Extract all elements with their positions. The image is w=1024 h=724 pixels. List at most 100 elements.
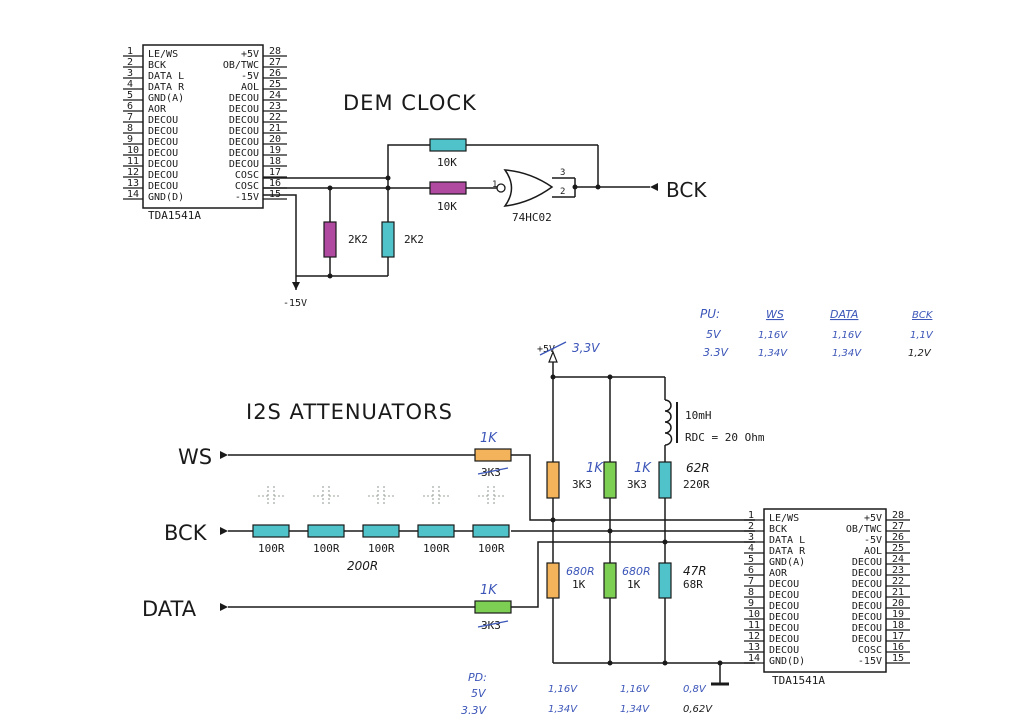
pin-name-left: DECOU <box>769 579 799 590</box>
pin-number-right: 23 <box>892 565 904 576</box>
pin-number-right: 20 <box>892 598 904 609</box>
supply-new: 3,3V <box>572 341 600 355</box>
top-chip-body <box>142 44 264 209</box>
pin-name-right: -15V <box>235 192 259 203</box>
pin-name-right: DECOU <box>229 148 259 159</box>
pin-name-left: DECOU <box>148 159 178 170</box>
pin-number-left: 4 <box>748 543 754 554</box>
bck-arrow-icon <box>220 527 228 535</box>
pin-number-right: 26 <box>892 532 904 543</box>
pu-r0-c1: 1,16V <box>758 330 788 341</box>
pu-header-0: PU: <box>700 307 720 321</box>
bottom-title: I2S ATTENUATORS <box>246 400 453 424</box>
pu-r0-c0: 5V <box>706 328 722 341</box>
top-resistor-10k-b <box>429 181 467 195</box>
pin-number-right: 27 <box>892 521 904 532</box>
pin-name-left: DECOU <box>148 148 178 159</box>
pulldown-ws-resistor <box>546 562 560 599</box>
pin-name-left: LE/WS <box>769 513 799 524</box>
pin-name-right: COSC <box>235 181 259 192</box>
bck-label: BCK <box>164 521 208 545</box>
pd-r0-c3: 0,8V <box>683 684 707 695</box>
pu-header-1: WS <box>766 308 784 321</box>
pulldown-data-resistor <box>658 562 672 599</box>
bck-series-label: 100R <box>478 542 505 555</box>
supply-strike <box>539 341 567 356</box>
pu-table: PU: WS DATA BCK 5V 1,16V 1,16V 1,1V 3.3V… <box>700 307 934 359</box>
pin-number-left: 6 <box>748 565 754 576</box>
pin-number-left: 5 <box>127 90 133 101</box>
pin-name-right: COSC <box>858 645 882 656</box>
top-bck-label: BCK <box>666 178 707 202</box>
bck-series-label: 100R <box>258 542 285 555</box>
ws-strike <box>477 467 509 475</box>
pin-name-left: DATA L <box>769 535 805 546</box>
data-strike <box>477 620 509 628</box>
pin-number-left: 5 <box>748 554 754 565</box>
top-resistor-2k2-a <box>323 221 337 258</box>
pullup-bck-resistor <box>603 461 617 499</box>
pd-r0-c0: 5V <box>471 687 487 700</box>
pu-header-2: DATA <box>830 308 858 321</box>
pin-number-right: 25 <box>269 79 281 90</box>
bck-series-label: 100R <box>368 542 395 555</box>
pullup-ws-old: 3K3 <box>572 478 592 491</box>
pin-number-right: 23 <box>269 101 281 112</box>
pin-number-left: 7 <box>748 576 754 587</box>
pin-name-left: DECOU <box>148 115 178 126</box>
pin-name-right: DECOU <box>852 579 882 590</box>
pin-number-right: 24 <box>269 90 281 101</box>
pin-name-left: DATA L <box>148 71 184 82</box>
pin-number-left: 3 <box>127 68 133 79</box>
pd-r1-c2: 1,34V <box>620 704 650 715</box>
top-supply-label: -15V <box>283 298 307 309</box>
pullup-bck-new: 1K <box>634 461 652 476</box>
pullup-data-new: 62R <box>686 461 710 475</box>
pin-number-left: 10 <box>748 609 760 620</box>
pin-number-left: 11 <box>748 620 760 631</box>
pin-number-left: 9 <box>748 598 754 609</box>
inductor-rdc: RDC = 20 Ohm <box>685 431 765 444</box>
pd-r0-c1: 1,16V <box>548 684 578 695</box>
pin-name-right: DECOU <box>229 159 259 170</box>
pin-number-right: 19 <box>892 609 904 620</box>
gate-pin-2: 2 <box>560 187 565 197</box>
bottom-chip-body <box>763 508 887 673</box>
pin-number-left: 13 <box>127 178 139 189</box>
pullup-bck-old: 3K3 <box>627 478 647 491</box>
nor-gate-symbol <box>496 169 554 207</box>
pu-header-3: BCK <box>912 310 934 321</box>
ws-series-resistor <box>474 448 512 462</box>
pd-r1-c3: 0,62V <box>683 704 713 715</box>
pin-number-left: 14 <box>748 653 760 664</box>
pin-name-right: +5V <box>241 49 259 60</box>
pulldown-data-new: 47R <box>683 564 707 578</box>
pin-name-right: -5V <box>241 71 259 82</box>
pin-number-left: 3 <box>748 532 754 543</box>
top-bck-arrow-icon <box>650 183 658 191</box>
top-r-right-label: 2K2 <box>404 233 424 246</box>
pin-name-right: DECOU <box>852 623 882 634</box>
pin-number-left: 13 <box>748 642 760 653</box>
pin-number-left: 14 <box>127 189 139 200</box>
pin-number-left: 11 <box>127 156 139 167</box>
top-r-left-label: 2K2 <box>348 233 368 246</box>
pullup-data-resistor <box>658 461 672 499</box>
pin-name-left: DECOU <box>148 170 178 181</box>
pin-number-right: 26 <box>269 68 281 79</box>
pulldown-ws-old: 680R <box>566 565 595 578</box>
pin-name-left: DECOU <box>769 623 799 634</box>
pin-name-right: -5V <box>864 535 882 546</box>
pin-name-right: DECOU <box>229 126 259 137</box>
pin-name-left: DATA R <box>769 546 806 557</box>
pin-name-left: AOR <box>148 104 167 115</box>
ws-arrow-icon <box>220 451 228 459</box>
pulldown-bck-new: 1K <box>627 578 641 591</box>
supply-old: +5V <box>537 344 555 355</box>
pin-number-right: 18 <box>269 156 281 167</box>
bck-series-resistor <box>362 524 400 538</box>
pin-number-right: 28 <box>892 510 904 521</box>
bck-series-resistor <box>472 524 510 538</box>
pin-name-left: DECOU <box>769 645 799 656</box>
